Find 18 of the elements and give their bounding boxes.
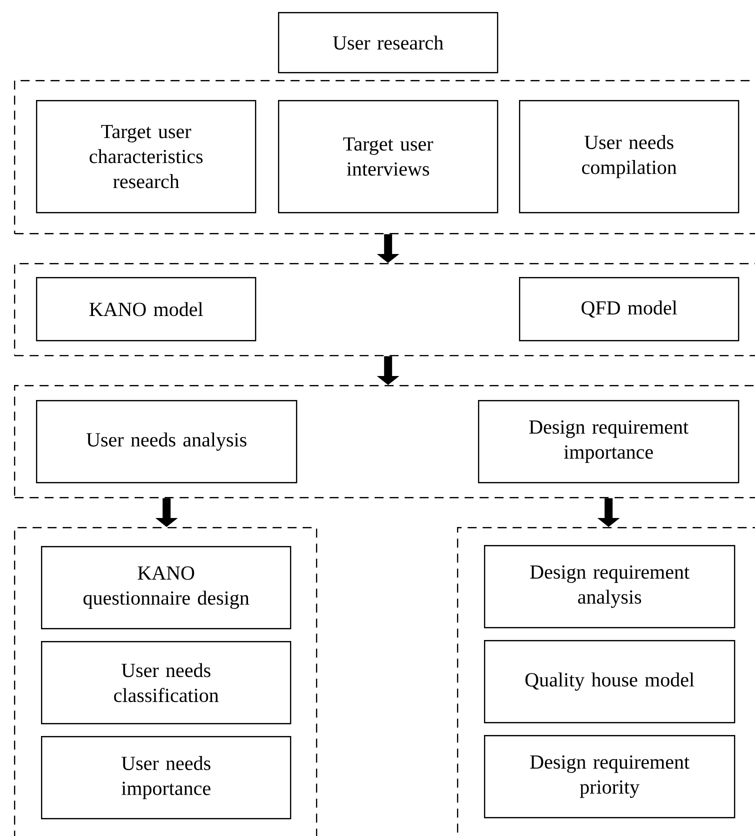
dashed-group-frame (14, 80, 755, 234)
process-box: Design requirement importance (478, 400, 740, 484)
process-box: Target user characteristics research (36, 100, 256, 214)
process-box: User needs compilation (519, 100, 740, 214)
process-box: Design requirement priority (484, 735, 736, 818)
process-box: KANO questionnaire design (41, 546, 292, 630)
process-box: User needs analysis (36, 400, 298, 484)
process-box: KANO model (36, 277, 256, 342)
process-box: Quality house model (484, 640, 736, 724)
process-box: User needs importance (41, 736, 292, 820)
process-box: QFD model (519, 277, 740, 342)
process-box: Design requirement analysis (484, 545, 736, 628)
dashed-group-frame (14, 385, 755, 498)
process-box: Target user interviews (278, 100, 498, 214)
dashed-group-frame (14, 527, 318, 836)
dashed-group-frame (14, 263, 755, 356)
process-box: User research (278, 12, 498, 74)
process-box: User needs classification (41, 641, 292, 724)
